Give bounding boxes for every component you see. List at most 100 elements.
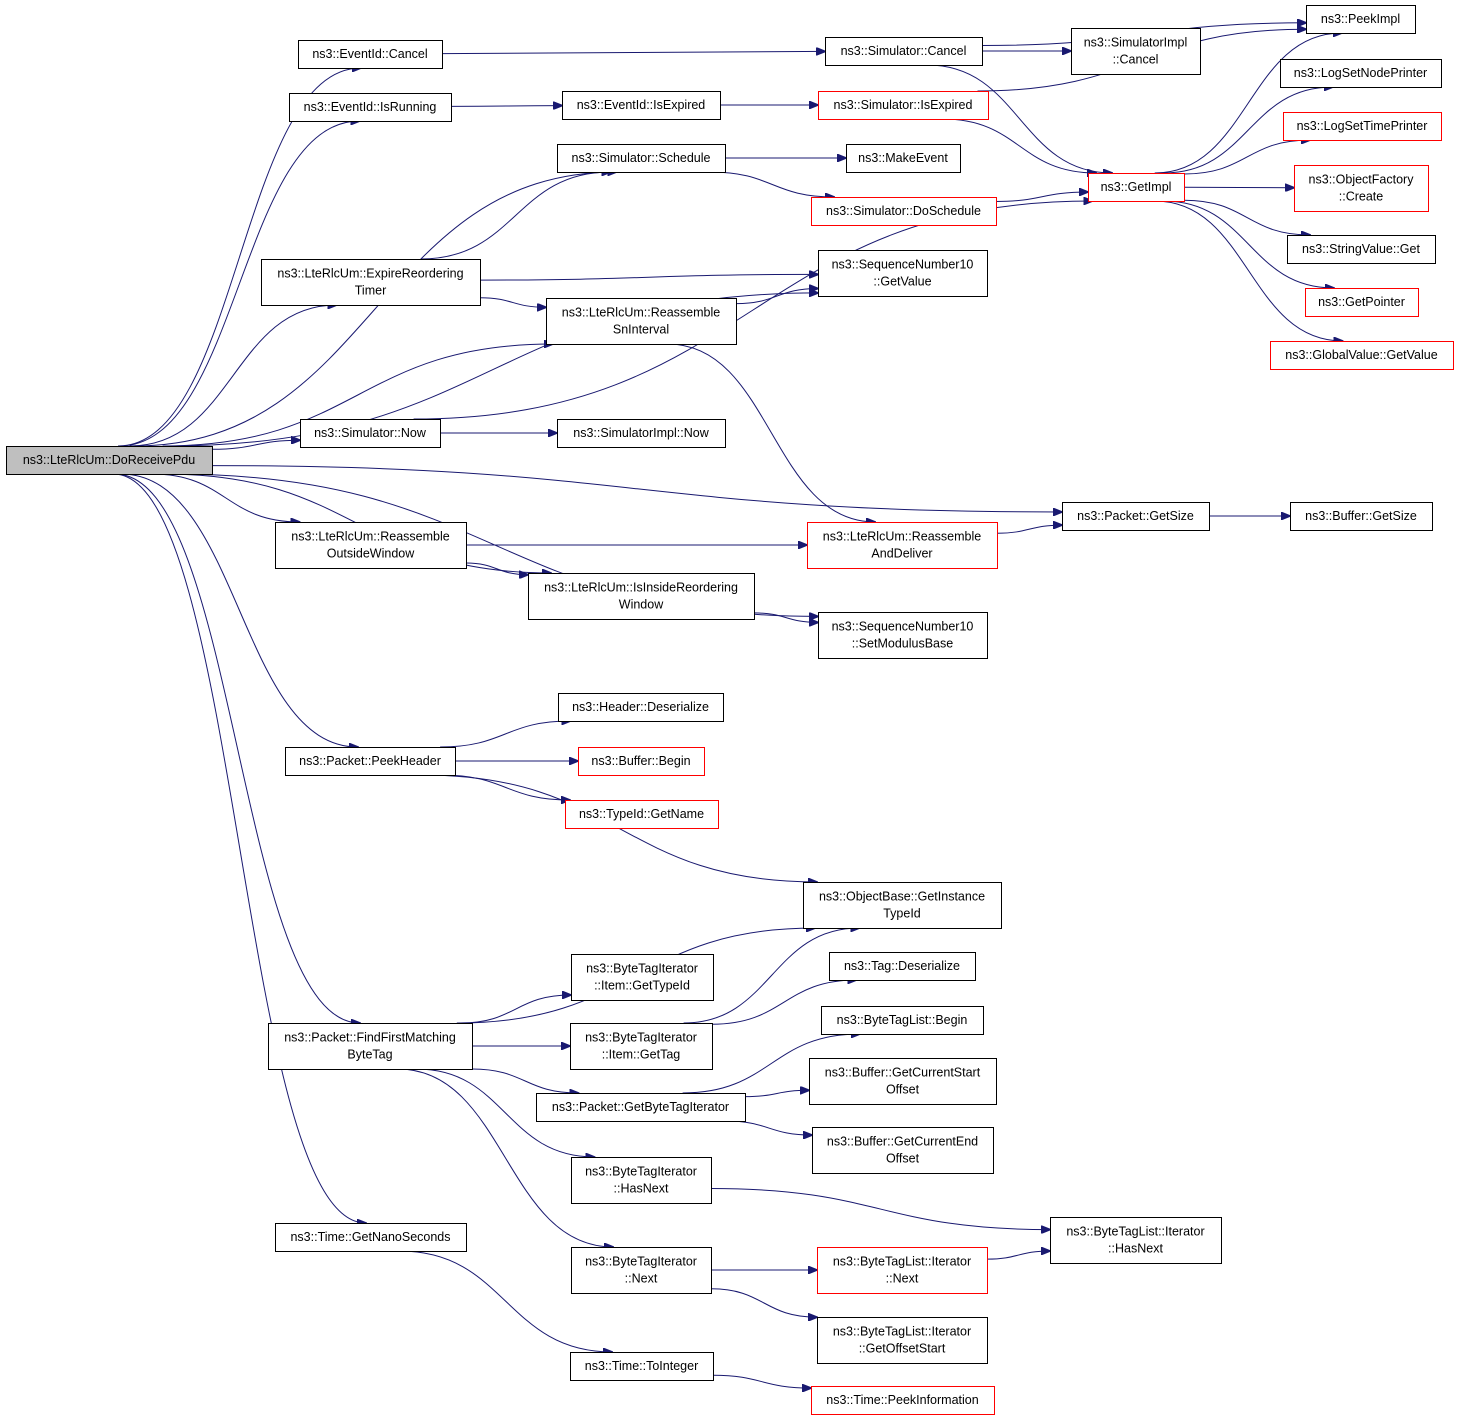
node-pkt_getsize[interactable]: ns3::Packet::GetSize	[1062, 502, 1210, 531]
node-label-btli_offset-line-0: ns3::ByteTagList::Iterator	[833, 1325, 971, 1339]
node-label-btli_offset-line-1: ::GetOffsetStart	[859, 1342, 946, 1356]
node-box-pkt_getsize	[1062, 502, 1210, 531]
edge-getimpl-to-getpointer	[1163, 200, 1335, 288]
node-eid_isrunning[interactable]: ns3::EventId::IsRunning	[289, 93, 452, 122]
edge-get_bti-to-buf_curstart	[744, 1090, 809, 1098]
node-label-reasm_sn-line-1: SnInterval	[613, 323, 669, 337]
edge-bti_next-to-btli_offset	[710, 1288, 817, 1317]
node-makeevent[interactable]: ns3::MakeEvent	[846, 144, 961, 173]
node-strval[interactable]: ns3::StringValue::Get	[1287, 235, 1436, 264]
node-simimpl_cancel[interactable]: ns3::SimulatorImpl::Cancel	[1071, 28, 1201, 75]
node-tag_deser[interactable]: ns3::Tag::Deserialize	[829, 952, 976, 981]
node-box-makeevent	[846, 144, 961, 173]
node-label-get_bti-line-0: ns3::Packet::GetByteTagIterator	[552, 1100, 729, 1114]
node-label-reasm_outside-line-1: OutsideWindow	[327, 547, 416, 561]
node-box-btl_begin	[821, 1006, 984, 1035]
node-box-lognode	[1280, 59, 1442, 88]
edge-sim_isexpired-to-getimpl	[942, 118, 1096, 173]
node-sim_now[interactable]: ns3::Simulator::Now	[300, 419, 441, 448]
node-label-reasm_sn-line-0: ns3::LteRlcUm::Reassemble	[562, 306, 720, 320]
node-box-bti_hasnext	[571, 1157, 712, 1204]
node-label-sim_cancel-line-0: ns3::Simulator::Cancel	[841, 44, 967, 58]
node-label-inside_window-line-1: Window	[619, 598, 664, 612]
node-nano[interactable]: ns3::Time::GetNanoSeconds	[275, 1223, 467, 1252]
node-buf_getsize[interactable]: ns3::Buffer::GetSize	[1290, 502, 1433, 531]
node-hdr_deser[interactable]: ns3::Header::Deserialize	[558, 693, 724, 722]
node-sn_setmod[interactable]: ns3::SequenceNumber10::SetModulusBase	[818, 612, 988, 659]
node-label-bti_gettypeid-line-1: ::Item::GetTypeId	[594, 979, 690, 993]
node-label-simimpl_cancel-line-1: ::Cancel	[1113, 53, 1159, 67]
node-label-peek_header-line-0: ns3::Packet::PeekHeader	[299, 754, 441, 768]
edge-peek_header-to-hdr_deser	[440, 721, 570, 748]
edge-bti_gettag-to-tag_deser	[711, 980, 856, 1025]
node-box-sim_cancel	[825, 37, 983, 66]
node-bti_gettypeid[interactable]: ns3::ByteTagIterator::Item::GetTypeId	[571, 954, 714, 1001]
node-label-bti_gettag-line-0: ns3::ByteTagIterator	[585, 1031, 697, 1045]
node-label-sim_schedule-line-0: ns3::Simulator::Schedule	[572, 151, 711, 165]
node-label-btli_next-line-1: ::Next	[886, 1272, 919, 1286]
node-bti_next[interactable]: ns3::ByteTagIterator::Next	[571, 1247, 712, 1294]
node-simimpl_now[interactable]: ns3::SimulatorImpl::Now	[557, 419, 726, 448]
node-btli_hasnext[interactable]: ns3::ByteTagList::Iterator::HasNext	[1050, 1217, 1222, 1264]
node-box-eid_isexpired	[562, 91, 721, 120]
edge-getimpl-to-peekimpl	[1154, 33, 1342, 174]
node-label-objfactory-line-0: ns3::ObjectFactory	[1309, 173, 1415, 187]
node-btli_next[interactable]: ns3::ByteTagList::Iterator::Next	[817, 1247, 988, 1294]
node-box-simimpl_now	[557, 419, 726, 448]
node-box-get_bti	[536, 1093, 746, 1122]
node-bti_hasnext[interactable]: ns3::ByteTagIterator::HasNext	[571, 1157, 712, 1204]
edge-root-to-expire_timer	[129, 305, 337, 447]
node-box-sim_now	[300, 419, 441, 448]
node-box-reasm_outside	[275, 522, 467, 569]
node-bti_gettag[interactable]: ns3::ByteTagIterator::Item::GetTag	[570, 1023, 713, 1070]
node-label-btl_begin-line-0: ns3::ByteTagList::Begin	[837, 1013, 968, 1027]
node-getimpl[interactable]: ns3::GetImpl	[1088, 173, 1185, 202]
edge-get_bti-to-btl_begin	[682, 1034, 860, 1094]
node-peek_header[interactable]: ns3::Packet::PeekHeader	[285, 747, 456, 776]
node-lognode[interactable]: ns3::LogSetNodePrinter	[1280, 59, 1442, 88]
edge-getimpl-to-objfactory	[1183, 187, 1294, 188]
node-eid_isexpired[interactable]: ns3::EventId::IsExpired	[562, 91, 721, 120]
node-objfactory[interactable]: ns3::ObjectFactory::Create	[1294, 165, 1429, 212]
node-box-sn_getvalue	[818, 250, 988, 297]
node-peekinfo[interactable]: ns3::Time::PeekInformation	[811, 1386, 995, 1415]
node-box-getimpl	[1088, 173, 1185, 202]
node-box-bti_gettag	[570, 1023, 713, 1070]
node-typeid_name[interactable]: ns3::TypeId::GetName	[565, 800, 719, 829]
node-label-strval-line-0: ns3::StringValue::Get	[1302, 242, 1420, 256]
node-btl_begin[interactable]: ns3::ByteTagList::Begin	[821, 1006, 984, 1035]
node-doschedule[interactable]: ns3::Simulator::DoSchedule	[811, 197, 997, 226]
edge-sim_cancel-to-getimpl	[927, 64, 1112, 173]
node-buf_begin[interactable]: ns3::Buffer::Begin	[578, 747, 705, 776]
node-label-buf_curend-line-0: ns3::Buffer::GetCurrentEnd	[827, 1135, 978, 1149]
node-btli_offset[interactable]: ns3::ByteTagList::Iterator::GetOffsetSta…	[817, 1317, 988, 1364]
node-getpointer[interactable]: ns3::GetPointer	[1305, 288, 1419, 317]
node-peekimpl[interactable]: ns3::PeekImpl	[1306, 5, 1416, 34]
node-sn_getvalue[interactable]: ns3::SequenceNumber10::GetValue	[818, 250, 988, 297]
node-get_bti[interactable]: ns3::Packet::GetByteTagIterator	[536, 1093, 746, 1122]
node-sim_schedule[interactable]: ns3::Simulator::Schedule	[557, 144, 726, 173]
node-label-peekinfo-line-0: ns3::Time::PeekInformation	[826, 1393, 978, 1407]
node-root[interactable]: ns3::LteRlcUm::DoReceivePdu	[6, 446, 213, 475]
node-globalval[interactable]: ns3::GlobalValue::GetValue	[1270, 341, 1454, 370]
node-sim_cancel[interactable]: ns3::Simulator::Cancel	[825, 37, 983, 66]
node-label-sn_setmod-line-1: ::SetModulusBase	[852, 637, 953, 651]
node-eid_cancel[interactable]: ns3::EventId::Cancel	[298, 40, 443, 69]
node-box-bti_gettypeid	[571, 954, 714, 1001]
node-label-expire_timer-line-1: Timer	[355, 284, 386, 298]
node-label-bti_next-line-0: ns3::ByteTagIterator	[585, 1255, 697, 1269]
node-logtime[interactable]: ns3::LogSetTimePrinter	[1283, 112, 1442, 141]
node-sim_isexpired[interactable]: ns3::Simulator::IsExpired	[818, 91, 989, 120]
node-label-simimpl_cancel-line-0: ns3::SimulatorImpl	[1084, 36, 1188, 50]
edge-sim_schedule-to-doschedule	[710, 171, 834, 197]
node-toint[interactable]: ns3::Time::ToInteger	[570, 1352, 714, 1381]
